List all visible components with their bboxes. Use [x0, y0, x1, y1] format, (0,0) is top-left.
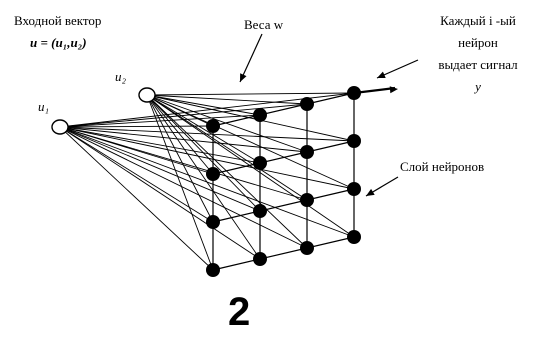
connection-u1-r2c0 [59, 126, 214, 175]
neuron-grid-lines [212, 92, 355, 271]
neuron-node-r3c3 [347, 86, 361, 100]
neuron-node-r2c1 [253, 156, 267, 170]
neuron-node-r0c0 [206, 263, 220, 277]
input-u1-label: u₁ [38, 99, 50, 114]
neuron-node-r1c2 [300, 193, 314, 207]
input-vector-formula: u = (u₁,u₂) [30, 35, 87, 50]
neuron-node-r0c2 [300, 241, 314, 255]
output-label-line1: Каждый i -ый [440, 13, 516, 28]
weights-arrow-head [240, 73, 247, 82]
connection-u1-r1c3 [59, 126, 355, 190]
connection-u1-r3c2 [59, 103, 308, 128]
connection-u1-r2c1 [59, 126, 261, 164]
connection-u1-r1c2 [59, 126, 308, 201]
connection-u2-r0c2 [146, 94, 308, 249]
neuron-node-r2c3 [347, 134, 361, 148]
connection-u1-r2c2 [59, 126, 308, 153]
connection-u1-r1c0 [59, 126, 214, 223]
connection-u2-r2c3 [146, 94, 355, 142]
neuron-node-r3c1 [253, 108, 267, 122]
neuron-node-r2c0 [206, 167, 220, 181]
output-signal-arrow-head [389, 86, 398, 94]
input-node-u2 [138, 87, 156, 103]
layer-label: Слой нейронов [400, 159, 485, 174]
connection-u2-r0c3 [146, 94, 355, 238]
connection-u2-r2c2 [146, 94, 308, 153]
connection-u2-r3c3 [146, 92, 355, 96]
output-label-line3: выдает сигнал [438, 57, 518, 72]
grid-row-1 [212, 188, 355, 223]
connection-u2-r1c1 [146, 94, 261, 212]
connection-u2-r0c0 [146, 94, 214, 271]
connection-u2-r3c0 [146, 94, 214, 127]
connection-u2-r3c2 [146, 94, 308, 105]
weights-arrow-shaft [239, 33, 263, 83]
connection-u2-r1c3 [146, 94, 355, 190]
output-label-line4: y [475, 79, 481, 94]
neuron-node-r3c2 [300, 97, 314, 111]
connection-u2-r2c0 [146, 94, 214, 175]
output-label-line2: нейрон [458, 35, 498, 50]
input-u2-label: u₂ [115, 69, 127, 84]
input-node-u1 [51, 119, 69, 135]
input-vector-title: Входной вектор [14, 13, 102, 28]
connection-u1-r1c1 [59, 126, 261, 212]
output-label-arrow-head [377, 71, 386, 78]
neuron-node-r0c3 [347, 230, 361, 244]
connection-u1-r0c1 [59, 126, 261, 260]
connection-u1-r3c1 [59, 114, 261, 128]
neuron-node-r1c3 [347, 182, 361, 196]
connection-u1-r0c2 [59, 126, 308, 249]
connection-u1-r3c0 [59, 125, 214, 128]
neuron-node-r1c1 [253, 204, 267, 218]
layer-label-arrow-head [366, 188, 375, 196]
connection-u2-r1c2 [146, 94, 308, 201]
connection-u2-r2c1 [146, 94, 261, 164]
connection-u2-r0c1 [146, 94, 261, 260]
connection-u2-r3c1 [146, 94, 261, 116]
connection-u2-r1c0 [146, 94, 214, 223]
neuron-node-r1c0 [206, 215, 220, 229]
grid-row-0 [212, 236, 355, 271]
neuron-node-r2c2 [300, 145, 314, 159]
neuron-node-r3c0 [206, 119, 220, 133]
weight-connections [59, 92, 355, 271]
neuron-node-r0c1 [253, 252, 267, 266]
grid-row-3 [212, 92, 355, 127]
weights-label: Веса w [244, 17, 284, 32]
nodes [51, 86, 361, 277]
figure-number: 2 [228, 290, 251, 334]
grid-row-2 [212, 140, 355, 175]
connection-u1-r0c0 [59, 126, 214, 271]
